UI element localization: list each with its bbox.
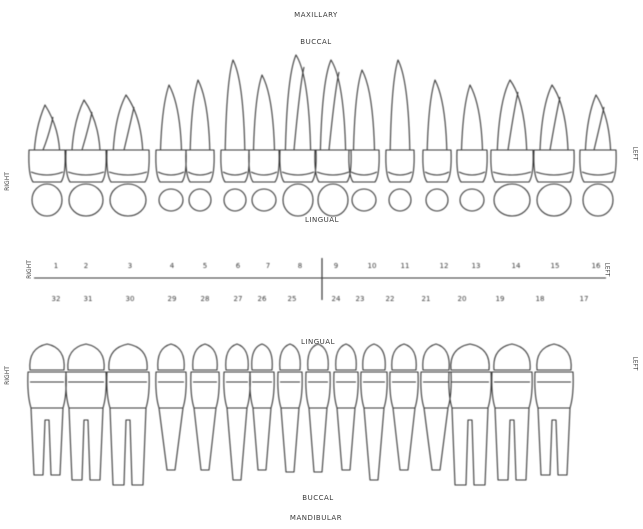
mandibular-teeth [28,344,573,485]
lower-tooth-number: 25 [288,295,297,303]
buccal-bottom-label: BUCCAL [302,494,333,502]
upper-tooth-third-molar [29,105,65,216]
left-mid-label: LEFT [604,262,611,276]
upper-tooth-number: 16 [592,262,601,270]
upper-tooth-number: 7 [266,262,270,270]
lower-tooth-third-molar [28,344,66,475]
lower-tooth-canine [224,344,250,480]
lingual-upper-label: LINGUAL [305,216,339,224]
upper-tooth-number: 13 [472,262,481,270]
lower-tooth-number: 24 [332,295,341,303]
lower-tooth-lateral-incisor [334,344,358,470]
upper-tooth-second-molar [66,100,106,216]
lower-tooth-number: 31 [84,295,93,303]
lower-tooth-number: 28 [201,295,210,303]
upper-tooth-lateral-incisor [349,70,379,211]
left-upper-side-label: LEFT [632,146,639,160]
upper-tooth-number: 8 [298,262,302,270]
lower-tooth-central-incisor [306,344,330,472]
lingual-lower-label: LINGUAL [301,338,335,346]
upper-tooth-number: 9 [334,262,338,270]
lower-tooth-lateral-incisor [250,344,274,470]
left-lower-side-label: LEFT [632,356,639,370]
upper-tooth-first-premolar [423,80,451,211]
lower-tooth-number: 27 [234,295,243,303]
lower-tooth-second-premolar [421,344,451,470]
upper-tooth-central-incisor [280,55,316,216]
upper-tooth-number: 5 [203,262,207,270]
lower-tooth-first-premolar [390,344,418,470]
upper-tooth-number: 11 [401,262,410,270]
lower-tooth-canine [361,344,387,480]
upper-tooth-first-molar [107,95,149,216]
lower-tooth-number: 29 [168,295,177,303]
maxillary-label: MAXILLARY [294,11,338,19]
upper-tooth-second-premolar [457,85,487,211]
right-upper-side-label: RIGHT [4,172,11,191]
buccal-top-label: BUCCAL [300,38,331,46]
lower-tooth-number: 22 [386,295,395,303]
upper-tooth-number: 14 [512,262,521,270]
lower-tooth-second-molar [492,344,532,480]
lower-tooth-first-molar [449,344,491,485]
right-lower-side-label: RIGHT [4,366,11,385]
upper-tooth-canine [386,60,414,211]
upper-tooth-lateral-incisor [249,75,279,211]
upper-tooth-second-molar [534,85,574,216]
lower-tooth-number: 32 [52,295,61,303]
lower-tooth-number: 20 [458,295,467,303]
upper-tooth-number: 4 [170,262,175,270]
lower-tooth-second-molar [66,344,106,480]
upper-tooth-number: 12 [440,262,449,270]
lower-tooth-number: 26 [258,295,267,303]
lower-tooth-first-premolar [191,344,219,470]
upper-tooth-first-premolar [186,80,214,211]
lower-tooth-number: 17 [580,295,589,303]
lower-tooth-number: 30 [126,295,135,303]
upper-tooth-number: 6 [236,262,241,270]
lower-tooth-number: 18 [536,295,545,303]
lower-tooth-number: 23 [356,295,365,303]
lower-tooth-third-molar [535,344,573,475]
upper-tooth-number: 2 [84,262,88,270]
lower-tooth-number: 19 [496,295,505,303]
lower-tooth-second-premolar [156,344,186,470]
right-mid-label: RIGHT [26,260,33,279]
lower-tooth-first-molar [107,344,149,485]
upper-tooth-third-molar [580,95,616,216]
lower-tooth-number: 21 [422,295,431,303]
upper-tooth-central-incisor [315,60,351,216]
upper-tooth-canine [221,60,249,211]
maxillary-teeth [29,55,616,216]
upper-tooth-number: 1 [54,262,58,270]
upper-tooth-second-premolar [156,85,186,211]
upper-tooth-number: 3 [128,262,132,270]
upper-tooth-number: 15 [551,262,560,270]
lower-tooth-central-incisor [278,344,302,472]
mandibular-label: MANDIBULAR [290,514,342,522]
upper-tooth-number: 10 [368,262,377,270]
upper-tooth-first-molar [491,80,533,216]
